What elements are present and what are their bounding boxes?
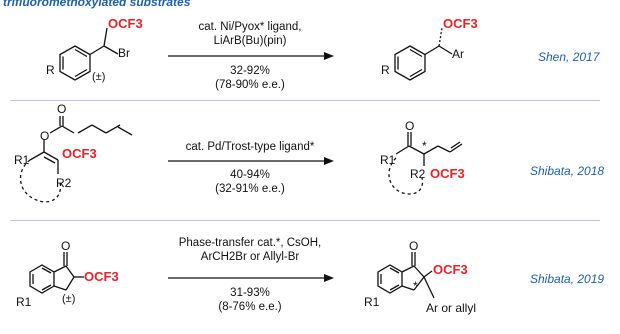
ketone-product-2 [388,132,463,195]
reactant-1-R: R [46,63,55,77]
reaction-row-1: OCF3 Br (±) R OCF3 Ar R cat. Ni/Pyox* li… [0,0,620,100]
yield-1: 32-92% (78-90% e.e.) [170,64,330,92]
yield-1-value: 32-92% [230,65,270,77]
conditions-2: cat. Pd/Trost-type ligand* [170,140,330,154]
reactant-2-group: OCF3 [62,146,97,161]
benzene-ring-reactant [59,27,119,81]
carbonyl-O-2: O [57,102,66,116]
conditions-3-line-1: Phase-transfer cat.*, CsOH, [178,237,322,249]
arrow-head-2 [324,157,334,165]
arrow-head-3 [324,274,334,282]
reactant-1-group: OCF3 [108,16,143,31]
reactant-3-O: O [61,239,70,253]
ester-O-2: O [40,129,49,143]
indanone-reactant [29,252,84,294]
conditions-1: cat. Ni/Pyox* ligand, LiArB(Bu)(pin) [170,20,330,48]
reaction-2-structures: O O OCF3 R1 R2 O * R1 R2 OCF3 [14,102,465,203]
product-3-sub: Ar or allyl [426,301,476,315]
product-2-R1: R1 [380,153,396,167]
product-2-R2: R2 [410,167,426,181]
ee-1-value: (78-90% e.e.) [215,79,285,91]
product-3-stereo: * [413,279,418,293]
conditions-1-line-1: cat. Ni/Pyox* ligand, [198,21,302,33]
conditions-3-line-2: ArCH2Br or Allyl-Br [200,251,300,263]
ee-3-value: (8-76% e.e.) [218,301,282,313]
reactant-2-R2: R2 [56,176,72,190]
citation-2: Shibata, 2018 [530,164,605,178]
product-1-R: R [381,63,390,77]
citation-3: Shibata, 2019 [530,272,605,286]
reaction-1-structures: OCF3 Br (±) R OCF3 Ar R [46,16,478,83]
product-1-group: OCF3 [443,16,478,31]
allyl-carbonate-reactant [20,116,133,203]
yield-3: 31-93% (8-76% e.e.) [170,286,330,314]
section-header: trifluoromethoxylated substrates [3,0,191,9]
yield-2-value: 40-94% [230,169,270,181]
reaction-3-structures: O OCF3 (±) R1 O OCF3 * R1 Ar or allyl [16,239,476,315]
indanone-product [377,252,435,299]
product-3-group: OCF3 [433,262,468,277]
arrow-head-1 [324,52,334,60]
reactant-3-R1: R1 [16,295,32,309]
reactant-1-racemic: (±) [92,71,105,83]
reactant-3-racemic: (±) [62,293,75,305]
yield-2: 40-94% (32-91% e.e.) [170,168,330,196]
separator-2 [10,220,600,221]
ee-2-value: (32-91% e.e.) [215,183,285,195]
conditions-1-line-2: LiArB(Bu)(pin) [213,35,287,47]
reactant-2-R1: R1 [14,153,30,167]
product-2-group: OCF3 [430,166,465,181]
reaction-row-3: O OCF3 (±) R1 O OCF3 * R1 Ar or allyl Ph… [0,222,620,334]
product-3-R1: R1 [364,295,380,309]
benzene-ring-product [394,27,453,81]
reactant-3-group: OCF3 [84,269,119,284]
yield-3-value: 31-93% [230,287,270,299]
conditions-3: Phase-transfer cat.*, CsOH, ArCH2Br or A… [160,236,340,264]
conditions-2-line-1: cat. Pd/Trost-type ligand* [185,141,315,153]
separator-1 [10,100,600,101]
product-1-Ar: Ar [452,47,464,61]
reactant-1-leaving: Br [118,46,130,60]
citation-1: Shen, 2017 [538,50,600,64]
reaction-row-2: O O OCF3 R1 R2 O * R1 R2 OCF3 cat. Pd/Tr… [0,102,620,218]
product-2-O: O [405,119,414,133]
product-3-O: O [409,239,418,253]
product-2-stereo: * [422,139,427,153]
